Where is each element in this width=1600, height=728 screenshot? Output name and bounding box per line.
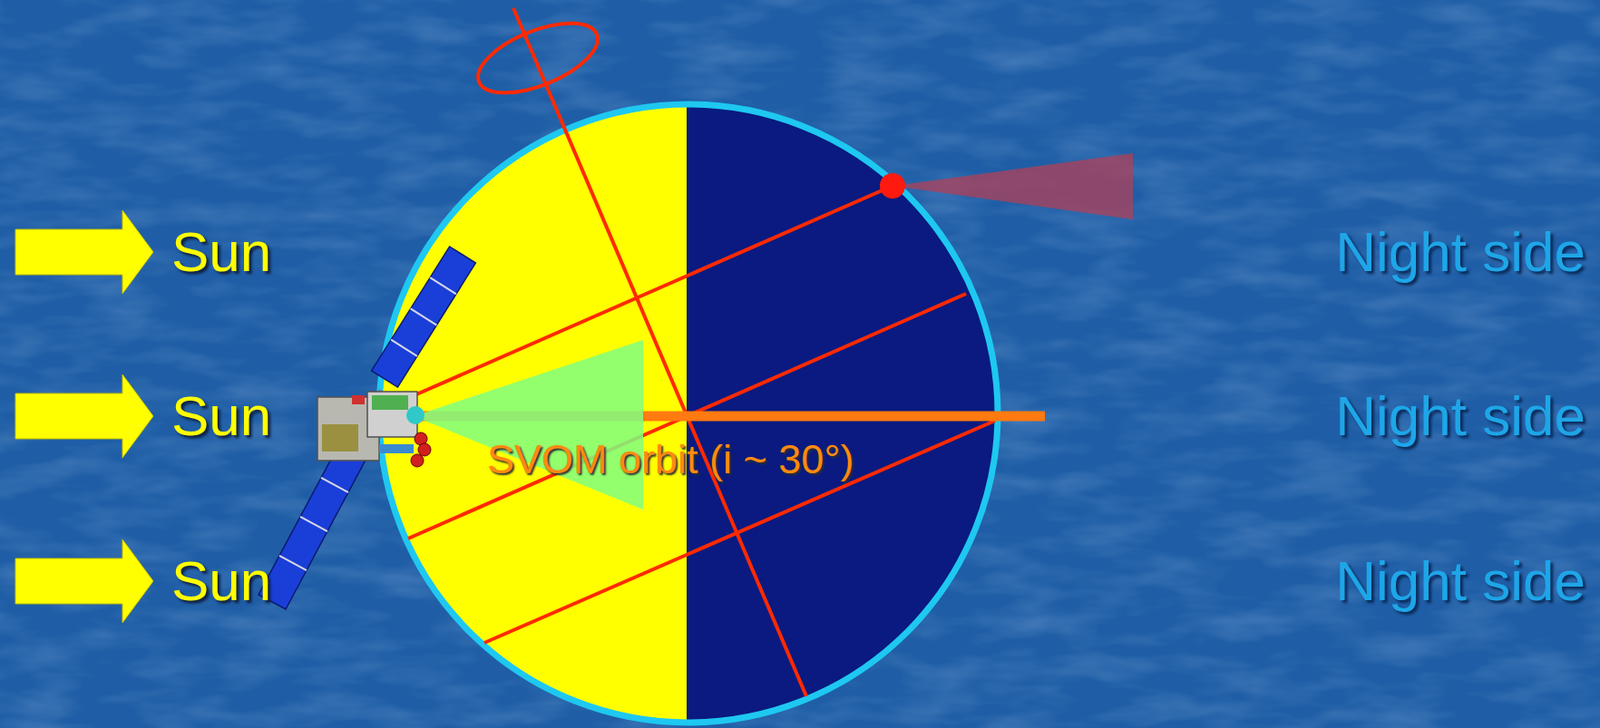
sun-label: Sun [171,388,272,445]
night-side-label: Night side [1335,388,1586,445]
panel-face [371,246,477,388]
telescope [406,406,425,425]
sun-arrows [15,210,154,624]
night-side-label: Night side [1335,553,1586,610]
solar-panel [371,246,477,388]
satellite [258,246,476,610]
instrument-red [351,395,365,405]
rotation-ellipse [468,9,607,108]
orbit-label: SVOM orbit (i ~ 30°) [487,439,854,480]
night-side-label: Night side [1335,224,1586,281]
panel-gap [429,277,457,294]
sun-arrow [15,539,154,624]
orbit-line [484,420,996,644]
orbit-lines [408,8,996,697]
panel-face [258,439,370,610]
rotation-axis [513,8,807,697]
instrument-top [371,395,409,410]
solar-panel [258,439,370,610]
satellite-side [321,424,359,452]
sun-arrow [15,210,154,294]
instrument-tube [379,444,414,454]
field-of-view [413,340,644,510]
panel-gap [300,517,328,532]
day-side [362,90,687,728]
ground-station [879,173,906,199]
panel-gap [410,308,438,325]
nozzle [418,443,431,457]
sun-arrow [15,374,154,459]
nozzle [410,454,424,468]
orbit-line [408,185,893,399]
sun-label: Sun [171,553,272,610]
panel-gap [321,478,349,493]
sun-label: Sun [171,224,272,281]
panel-gap [279,556,307,571]
ground-beam [892,153,1133,220]
panel-gap [390,340,418,357]
